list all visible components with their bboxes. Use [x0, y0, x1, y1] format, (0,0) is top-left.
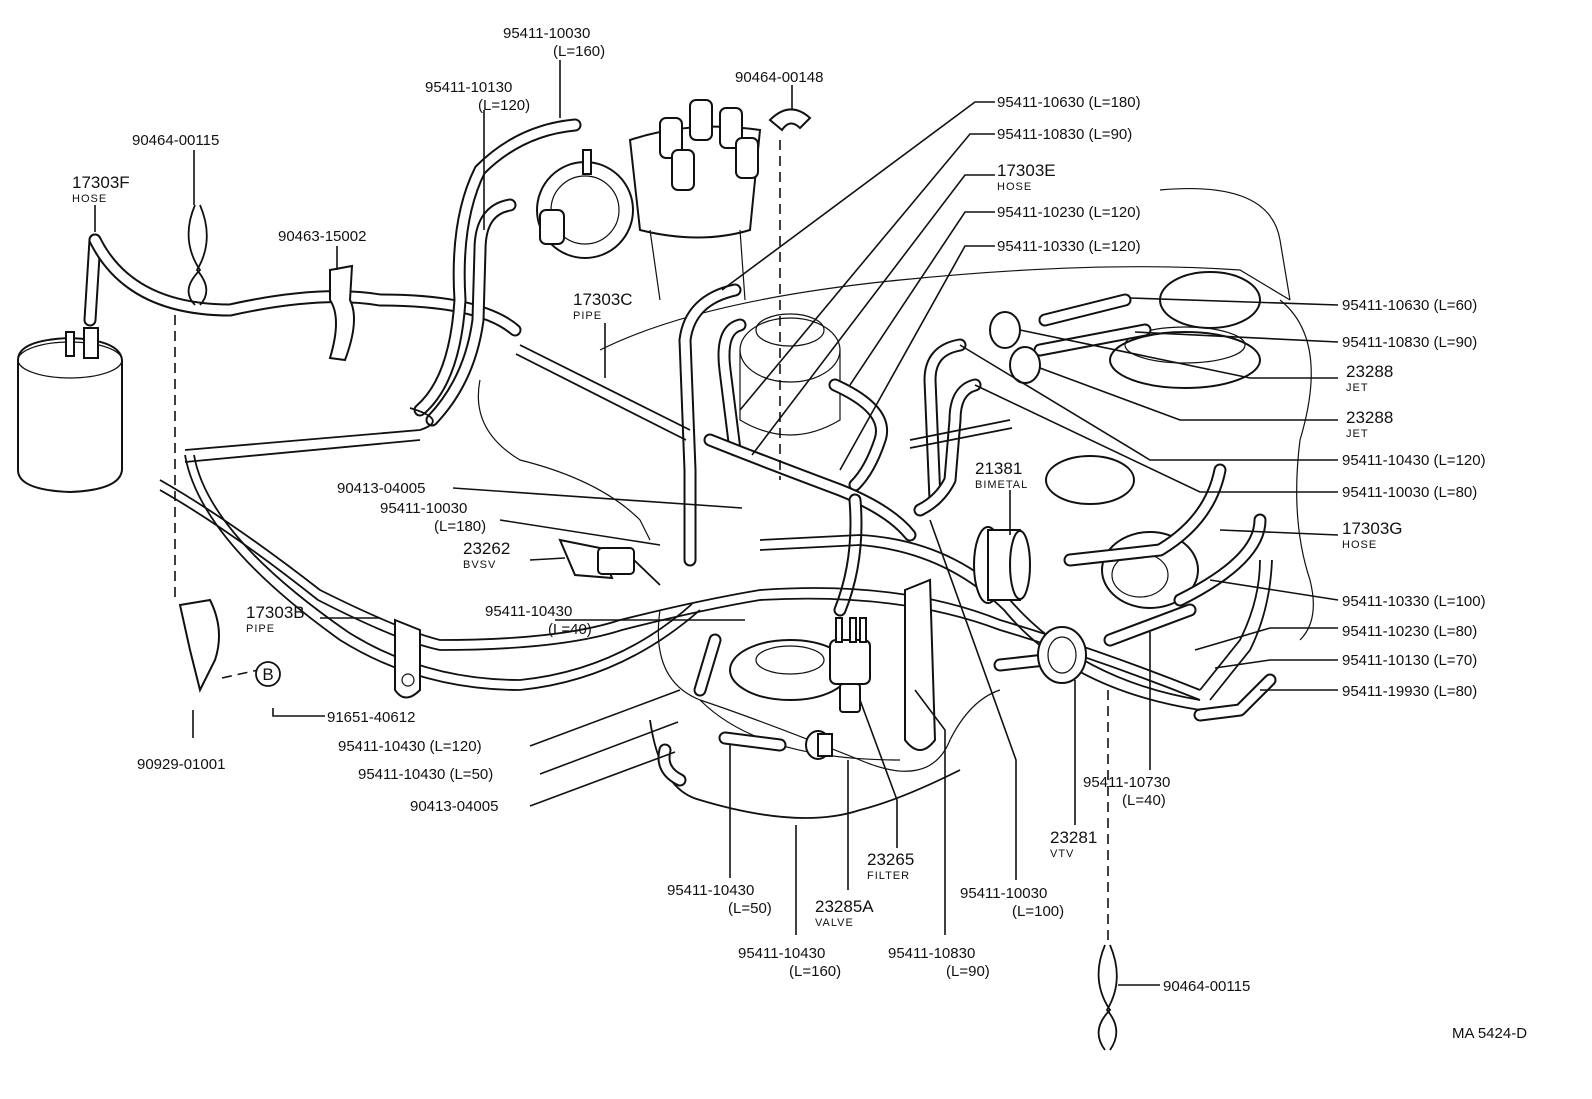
distributor: [628, 99, 762, 301]
label-17303g-type: HOSE: [1342, 539, 1377, 551]
filter-valve-parts: [805, 617, 871, 760]
label-90413-04005-upper: 90413-04005: [337, 480, 425, 497]
label-95411-10230-l80: 95411-10230 (L=80): [1342, 623, 1477, 640]
label-23288-a: 23288: [1346, 362, 1393, 381]
label-95411-10730-len: (L=40): [1122, 792, 1166, 809]
label-91651-40612: 91651-40612: [327, 709, 415, 726]
label-95411-10030-l100: 95411-10030: [960, 885, 1047, 902]
vacuum-hoses: [83, 118, 1277, 787]
label-17303c: 17303C: [573, 290, 633, 309]
label-23262: 23262: [463, 539, 510, 558]
part-labels: 95411-10030 (L=160) 95411-10130 (L=120) …: [72, 25, 1527, 1042]
label-23281-type: VTV: [1050, 848, 1074, 860]
clamps: [178, 108, 1118, 1051]
label-95411-10430-l160: 95411-10430: [738, 945, 825, 962]
label-95411-10430-l50-bottom: 95411-10430: [667, 882, 754, 899]
callout-b-letter: B: [262, 665, 273, 684]
label-90929-01001: 90929-01001: [137, 756, 225, 773]
vacuum-pipes: [159, 344, 1273, 711]
label-95411-10030-l100-len: (L=100): [1012, 903, 1064, 920]
label-17303e-type: HOSE: [997, 181, 1032, 193]
label-95411-10330-l120: 95411-10330 (L=120): [997, 238, 1141, 255]
label-95411-10230-l120: 95411-10230 (L=120): [997, 204, 1141, 221]
label-23288-b: 23288: [1346, 408, 1393, 427]
label-21381: 21381: [975, 459, 1022, 478]
bimetal-part: [973, 526, 1031, 604]
canister: [17, 327, 123, 494]
label-95411-10030-l180: 95411-10030: [380, 500, 467, 517]
label-95411-10430-l50-bottom-len: (L=50): [728, 900, 772, 917]
label-90464-00148: 90464-00148: [735, 69, 823, 86]
label-95411-10330-l100: 95411-10330 (L=100): [1342, 593, 1486, 610]
label-95411-10630-l60: 95411-10630 (L=60): [1342, 297, 1477, 314]
vacuum-diaphragm: [536, 149, 634, 259]
label-95411-10130-l120-len: (L=120): [478, 97, 530, 114]
label-17303g: 17303G: [1342, 519, 1403, 538]
jet-parts: [989, 311, 1041, 384]
label-90464-00115-top: 90464-00115: [132, 132, 219, 149]
engine-drawing: [17, 99, 1314, 1051]
label-95411-10030-l180-len: (L=180): [434, 518, 486, 535]
leader-lines: [94, 60, 1339, 986]
label-95411-10430-l120-left: 95411-10430 (L=120): [338, 738, 482, 755]
reference-code: MA 5424-D: [1452, 1025, 1527, 1042]
label-23288-b-type: JET: [1346, 428, 1369, 440]
label-90464-00115-bottom: 90464-00115: [1163, 978, 1250, 995]
label-17303b: 17303B: [246, 603, 305, 622]
label-90463-15002: 90463-15002: [278, 228, 366, 245]
label-95411-10130-l70: 95411-10130 (L=70): [1342, 652, 1477, 669]
label-23265-type: FILTER: [867, 870, 910, 882]
label-95411-10030-l160-len: (L=160): [553, 43, 605, 60]
label-95411-19930-l80: 95411-19930 (L=80): [1342, 683, 1477, 700]
label-23262-type: BVSV: [463, 559, 496, 571]
label-17303c-type: PIPE: [573, 310, 602, 322]
label-17303f: 17303F: [72, 173, 130, 192]
label-21381-type: BIMETAL: [975, 479, 1028, 491]
label-17303b-type: PIPE: [246, 623, 275, 635]
label-95411-10030-l160: 95411-10030: [503, 25, 590, 42]
label-23265: 23265: [867, 850, 914, 869]
label-95411-10430-l40: 95411-10430: [485, 603, 572, 620]
label-23281: 23281: [1050, 828, 1097, 847]
label-95411-10430-l120-right: 95411-10430 (L=120): [1342, 452, 1486, 469]
label-95411-10030-l80: 95411-10030 (L=80): [1342, 484, 1477, 501]
bvsv-part: [558, 538, 661, 586]
label-23285a-type: VALVE: [815, 917, 854, 929]
label-17303f-type: HOSE: [72, 193, 107, 205]
label-95411-10830-l90-top: 95411-10830 (L=90): [997, 126, 1132, 143]
label-95411-10430-l160-len: (L=160): [789, 963, 841, 980]
label-95411-10130-l120: 95411-10130: [425, 79, 512, 96]
callout-b: B: [255, 661, 281, 687]
label-95411-10830-l90-right: 95411-10830 (L=90): [1342, 334, 1477, 351]
label-90413-04005-lower: 90413-04005: [410, 798, 498, 815]
label-23288-a-type: JET: [1346, 382, 1369, 394]
label-23285a: 23285A: [815, 897, 874, 916]
label-95411-10830-l90-bottom-len: (L=90): [946, 963, 990, 980]
vtv-part: [1037, 626, 1087, 684]
label-95411-10430-l50-left: 95411-10430 (L=50): [358, 766, 493, 783]
label-95411-10830-l90-bottom: 95411-10830: [888, 945, 975, 962]
label-17303e: 17303E: [997, 161, 1056, 180]
label-95411-10730: 95411-10730: [1083, 774, 1170, 791]
alignment-line-4: [221, 669, 259, 679]
label-95411-10430-l40-len: (L=40): [548, 621, 592, 638]
label-95411-10630-l180: 95411-10630 (L=180): [997, 94, 1141, 111]
